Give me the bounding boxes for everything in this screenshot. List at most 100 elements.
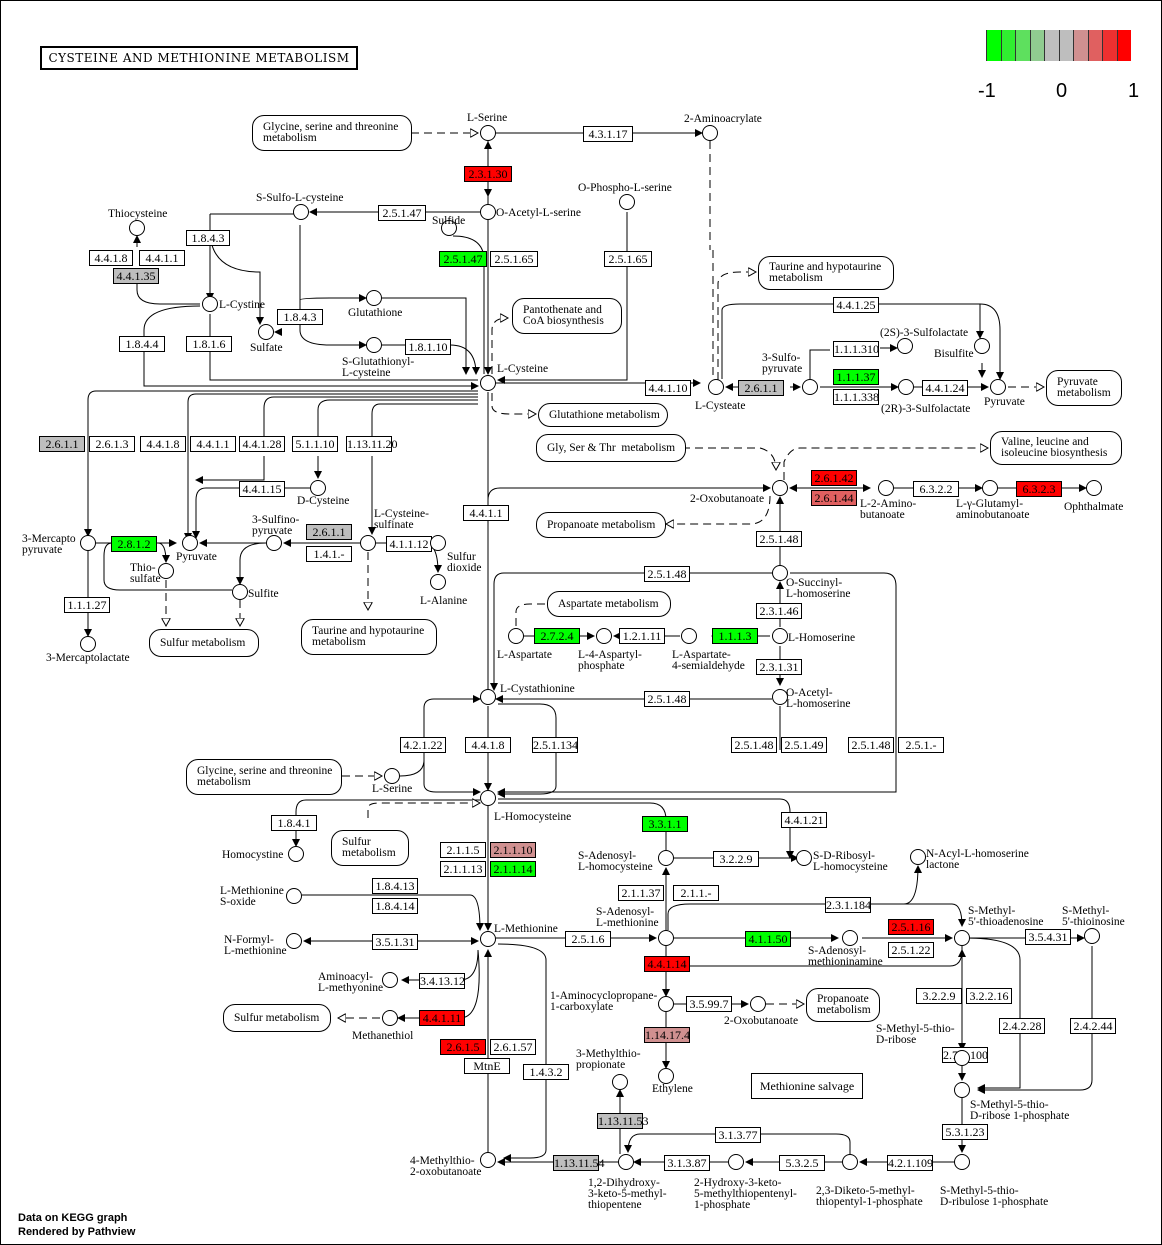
compound-node[interactable]	[293, 204, 309, 220]
compound-node[interactable]	[366, 337, 382, 353]
compound-node[interactable]	[954, 1082, 970, 1098]
enzyme-box[interactable]: 1.8.1.10	[405, 339, 451, 355]
enzyme-box[interactable]: 4.4.1.11	[419, 1010, 465, 1026]
compound-node[interactable]	[288, 846, 304, 862]
compound-node[interactable]	[480, 375, 496, 391]
enzyme-box[interactable]: 2.5.1.134	[532, 737, 578, 753]
enzyme-box[interactable]: 2.3.1.31	[756, 659, 802, 675]
compound-node[interactable]	[596, 628, 612, 644]
pathway-map-link[interactable]: Valine, leucine and isoleucine biosynthe…	[990, 431, 1122, 465]
pathway-map-link[interactable]: Glycine, serine and threonine metabolism	[186, 759, 342, 795]
enzyme-box[interactable]: 2.6.1.44	[811, 490, 857, 506]
compound-node[interactable]	[796, 850, 812, 866]
compound-node[interactable]	[258, 324, 274, 340]
enzyme-box[interactable]: 1.4.1.-	[306, 546, 352, 562]
compound-node[interactable]	[658, 1068, 674, 1084]
compound-node[interactable]	[508, 628, 524, 644]
enzyme-box[interactable]: 2.6.1.42	[811, 470, 857, 486]
enzyme-box[interactable]: 2.5.1.48	[731, 737, 777, 753]
compound-node[interactable]	[619, 194, 635, 210]
enzyme-box[interactable]: 2.6.1.1	[738, 380, 784, 396]
enzyme-box[interactable]: 5.3.1.23	[942, 1124, 988, 1140]
enzyme-box[interactable]: 4.4.1.28	[239, 436, 285, 452]
compound-node[interactable]	[286, 933, 302, 949]
compound-node[interactable]	[480, 931, 496, 947]
compound-node[interactable]	[612, 1074, 628, 1090]
compound-node[interactable]	[974, 338, 990, 354]
enzyme-box[interactable]: 5.3.2.5	[779, 1155, 825, 1171]
pathway-map-link[interactable]: Pantothenate and CoA biosynthesis	[512, 298, 622, 334]
enzyme-box[interactable]: 1.8.1.6	[186, 336, 232, 352]
enzyme-box[interactable]: 1.8.4.13	[372, 878, 418, 894]
enzyme-box[interactable]: 2.5.1.48	[644, 566, 690, 582]
enzyme-box[interactable]: 3.3.1.1	[642, 816, 688, 832]
compound-node[interactable]	[772, 565, 788, 581]
compound-node[interactable]	[897, 338, 913, 354]
pathway-map-link[interactable]: Pyruvate metabolism	[1046, 370, 1122, 406]
enzyme-box[interactable]: 2.5.1.48	[848, 737, 894, 753]
enzyme-box[interactable]: 2.5.1.48	[756, 531, 802, 547]
enzyme-box[interactable]: 2.5.1.47	[378, 205, 426, 221]
enzyme-box[interactable]: 4.4.1.10	[645, 380, 691, 396]
compound-node[interactable]	[430, 535, 446, 551]
compound-node[interactable]	[708, 379, 724, 395]
enzyme-box[interactable]: 2.1.1.5	[440, 842, 486, 858]
compound-node[interactable]	[910, 849, 926, 865]
enzyme-box[interactable]: 2.5.1.16	[888, 919, 934, 935]
enzyme-box[interactable]: 1.13.11.54	[553, 1155, 605, 1171]
enzyme-box[interactable]: 1.8.4.4	[119, 336, 165, 352]
compound-node[interactable]	[702, 125, 718, 141]
enzyme-box[interactable]: 6.3.2.2	[913, 481, 959, 497]
compound-node[interactable]	[658, 850, 674, 866]
enzyme-box[interactable]: 2.5.1.49	[781, 737, 827, 753]
pathway-map-link[interactable]: Taurine and hypotaurine metabolism	[758, 256, 894, 290]
compound-node[interactable]	[618, 1154, 634, 1170]
compound-node[interactable]	[842, 1154, 858, 1170]
enzyme-box[interactable]: 2.1.1.14	[490, 861, 536, 877]
compound-node[interactable]	[658, 996, 674, 1012]
enzyme-box[interactable]: 1.1.1.27	[64, 597, 110, 613]
compound-node[interactable]	[158, 563, 174, 579]
enzyme-box[interactable]: 2.6.1.3	[89, 436, 135, 452]
enzyme-box[interactable]: 1.13.11.20	[346, 436, 398, 452]
compound-node[interactable]	[182, 535, 198, 551]
enzyme-box[interactable]: 2.5.1.48	[644, 691, 690, 707]
enzyme-box[interactable]: 4.4.1.25	[833, 297, 879, 313]
compound-node[interactable]	[878, 480, 894, 496]
pathway-map-link[interactable]: Sulfur metabolism	[331, 830, 409, 866]
enzyme-box[interactable]: 4.2.1.109	[887, 1155, 933, 1171]
compound-node[interactable]	[430, 574, 446, 590]
compound-node[interactable]	[982, 480, 998, 496]
compound-node[interactable]	[382, 972, 398, 988]
compound-node[interactable]	[129, 220, 145, 236]
enzyme-box[interactable]: 4.4.1.14	[644, 956, 690, 972]
enzyme-box[interactable]: 4.4.1.24	[922, 380, 968, 396]
enzyme-box[interactable]: 2.5.1.22	[888, 942, 934, 958]
enzyme-box[interactable]: 4.4.1.21	[781, 812, 827, 828]
enzyme-box[interactable]: 2.1.1.10	[490, 842, 536, 858]
compound-node[interactable]	[441, 220, 457, 236]
enzyme-box[interactable]: 1.1.1.338	[833, 389, 879, 405]
enzyme-box[interactable]: 4.3.1.17	[583, 126, 633, 142]
compound-node[interactable]	[80, 636, 96, 652]
compound-node[interactable]	[266, 535, 282, 551]
enzyme-box[interactable]: 4.1.1.50	[745, 931, 791, 947]
enzyme-box[interactable]: 2.6.1.1	[39, 436, 85, 452]
compound-node[interactable]	[802, 379, 818, 395]
compound-node[interactable]	[954, 930, 970, 946]
enzyme-box[interactable]: 4.1.1.12	[386, 536, 432, 552]
enzyme-box[interactable]: 1.8.4.1	[271, 815, 317, 831]
enzyme-box[interactable]: 5.1.1.10	[292, 436, 338, 452]
enzyme-box[interactable]: 2.6.1.57	[490, 1039, 536, 1055]
enzyme-box[interactable]: 2.3.1.184	[825, 897, 871, 913]
enzyme-box[interactable]: 4.4.1.8	[140, 436, 186, 452]
compound-node[interactable]	[480, 689, 496, 705]
compound-node[interactable]	[480, 204, 496, 220]
compound-node[interactable]	[728, 1154, 744, 1170]
compound-node[interactable]	[382, 1010, 398, 1026]
pathway-map-link[interactable]: Gly, Ser & Thr metabolism	[536, 434, 686, 462]
enzyme-box[interactable]: 3.1.3.87	[664, 1155, 710, 1171]
enzyme-box[interactable]: 1.8.4.3	[186, 230, 230, 246]
enzyme-box[interactable]: 2.7.2.4	[534, 628, 580, 644]
enzyme-box[interactable]: 2.5.1.-	[898, 737, 944, 753]
